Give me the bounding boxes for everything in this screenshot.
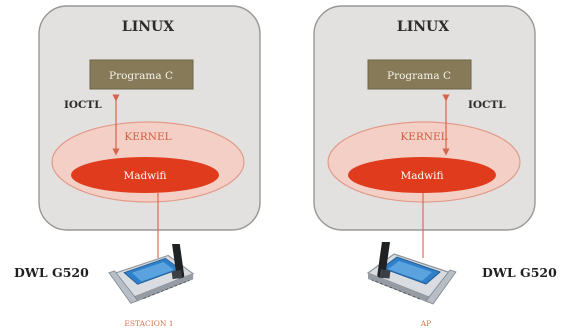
left-driver-node	[71, 157, 219, 193]
left-os-title: LINUX	[122, 19, 174, 35]
right-program-label: Programa C	[387, 70, 451, 82]
right-wifi-card-icon	[367, 242, 457, 305]
left-program-label: Programa C	[109, 70, 173, 82]
right-driver-label: Madwifi	[400, 170, 443, 182]
right-program-box	[367, 59, 472, 90]
left-program-box	[89, 59, 194, 90]
right-os-title: LINUX	[397, 19, 449, 35]
left-device-label: DWL G520	[14, 265, 89, 280]
right-driver-node	[348, 157, 496, 193]
left-kernel-label: KERNEL	[124, 131, 171, 143]
left-caption: ESTACION 1	[124, 319, 173, 328]
right-caption: AP	[420, 319, 431, 328]
right-device-label: DWL G520	[482, 265, 557, 280]
left-wifi-card-icon	[108, 244, 194, 304]
right-system: LINUX Programa C KERNEL Madwifi IOCTL DW…	[313, 5, 557, 328]
right-ioctl-label: IOCTL	[468, 99, 506, 111]
right-kernel-label: KERNEL	[400, 131, 447, 143]
left-ioctl-label: IOCTL	[64, 99, 102, 111]
left-system: LINUX Programa C KERNEL Madwifi IOCTL DW…	[14, 5, 261, 328]
left-driver-label: Madwifi	[123, 170, 166, 182]
